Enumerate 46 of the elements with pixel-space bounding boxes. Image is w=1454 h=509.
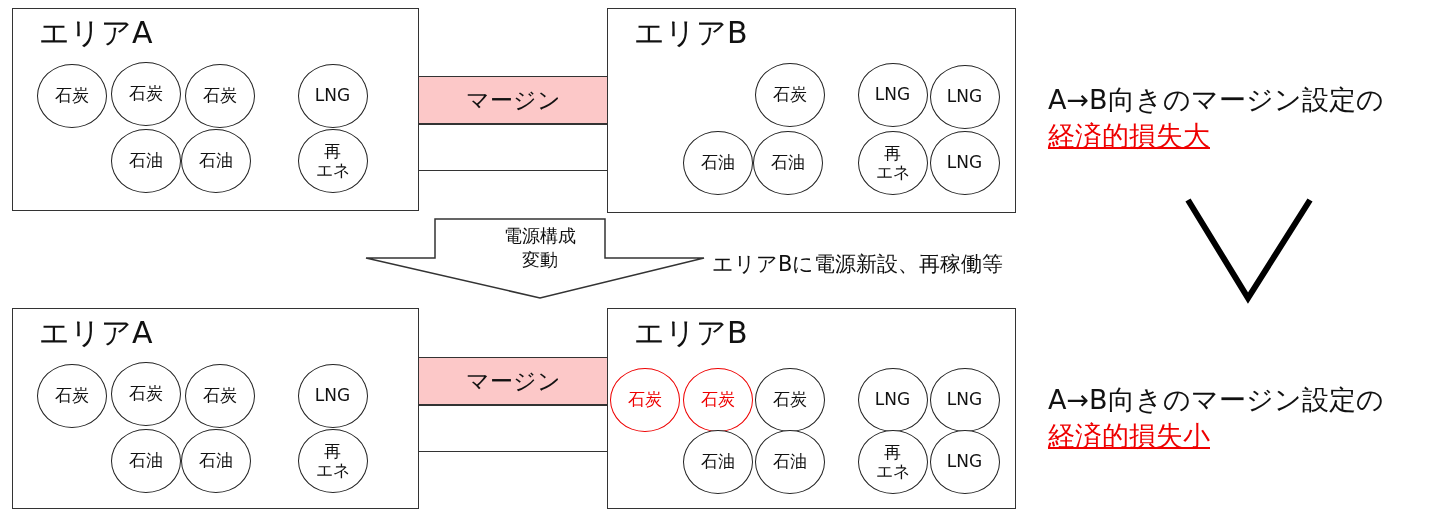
margin-band: マージン [418,357,608,406]
plant-circle: 石油 [180,128,251,193]
conclusion-text: 経済的損失小 [1048,419,1210,453]
plant-circle: 再エネ [297,128,368,193]
plant-circle: 石炭 [36,63,107,128]
area-box [607,308,1016,509]
area-box [12,8,419,211]
plant-circle: LNG [929,64,1000,129]
plant-circle: 石炭 [754,62,825,127]
plant-circle: 石炭 [609,367,680,432]
note-text: A→B向きのマージン設定の [1048,383,1384,417]
plant-circle: 石炭 [184,63,255,128]
margin-band: マージン [418,76,608,125]
plant-circle: 石炭 [754,367,825,432]
area-title: エリアB [634,314,748,352]
plant-circle: 石油 [754,429,825,494]
note-text: A→B向きのマージン設定の [1048,83,1384,117]
plant-circle: LNG [297,363,368,428]
plant-circle: 石炭 [184,363,255,428]
plant-circle: LNG [929,429,1000,494]
conclusion-text: 経済的損失大 [1048,119,1210,153]
area-title: エリアA [39,14,153,52]
plant-circle: 石炭 [36,363,107,428]
plant-circle: LNG [297,63,368,128]
plant-circle: LNG [857,62,928,127]
plant-circle: 再エネ [857,130,928,195]
plant-circle: 石油 [682,130,753,195]
area-box [607,8,1016,213]
plant-circle: 石炭 [110,61,181,126]
plant-circle: 石油 [752,130,823,195]
plant-circle: 石油 [110,428,181,493]
plant-circle: 石炭 [110,361,181,426]
area-box [12,308,419,509]
plant-circle: 再エネ [297,428,368,493]
area-title: エリアA [39,314,153,352]
plant-circle: 石炭 [682,367,753,432]
plant-circle: 石油 [180,428,251,493]
block-arrow: 電源構成変動 [365,218,705,299]
plant-circle: 石油 [682,429,753,494]
area-title: エリアB [634,14,748,52]
plant-circle: LNG [857,367,928,432]
plant-circle: LNG [929,367,1000,432]
plant-circle: 再エネ [857,429,928,494]
note-text: エリアBに電源新設、再稼働等 [712,251,1004,278]
plant-circle: 石油 [110,128,181,193]
plant-circle: LNG [929,130,1000,195]
